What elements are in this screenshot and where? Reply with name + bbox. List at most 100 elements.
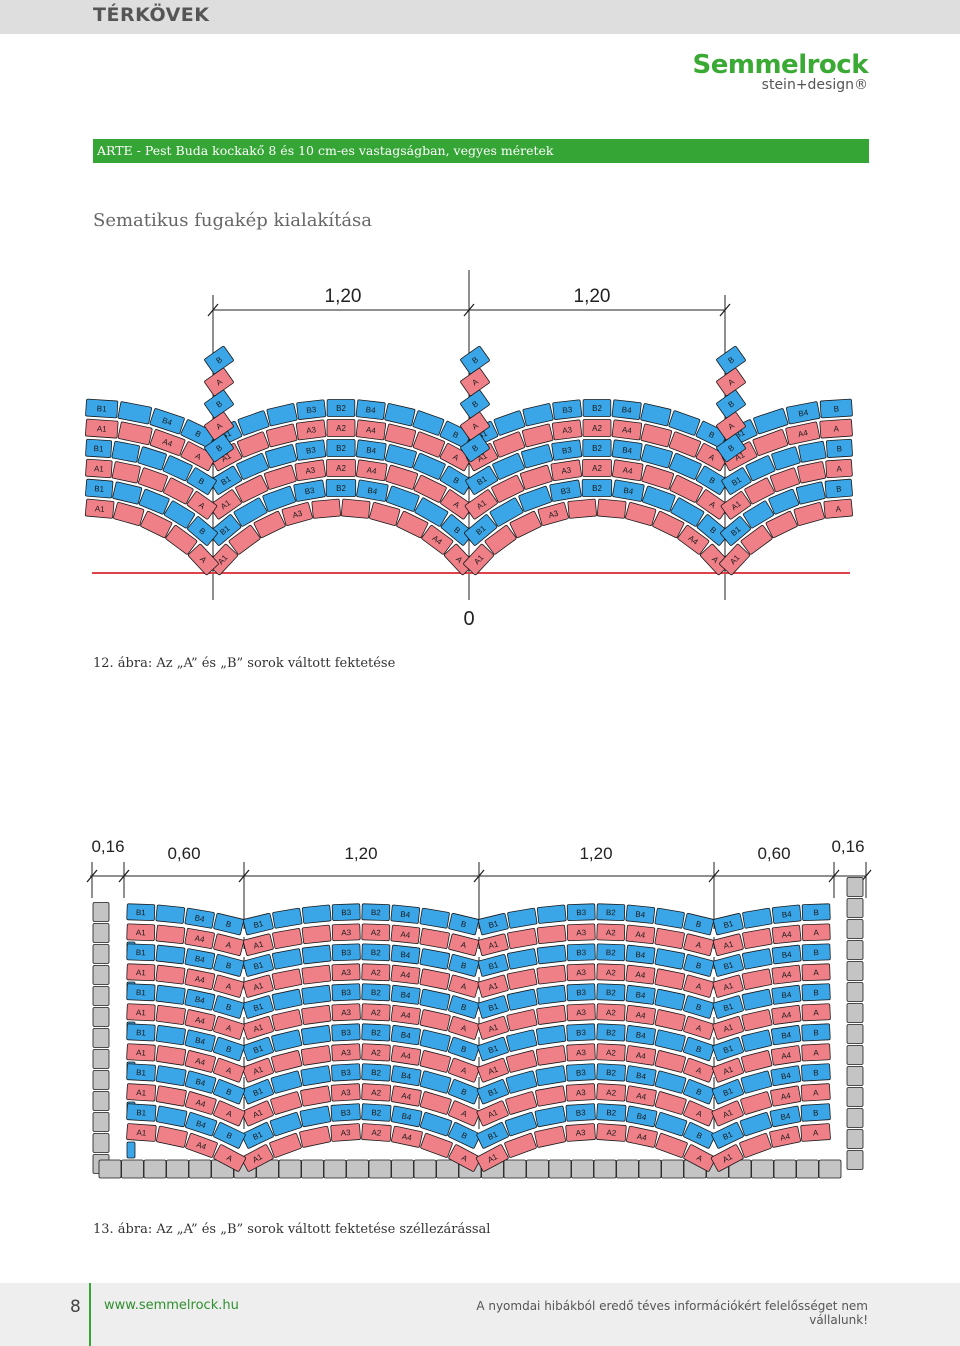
paving-stone (753, 408, 789, 435)
paving-stone: A2 (596, 923, 626, 942)
paving-stone (519, 464, 553, 490)
stone-label: B1 (252, 1043, 265, 1055)
paving-stone: A1 (242, 1016, 274, 1040)
paving-stone (236, 453, 269, 480)
paving-stone: B2 (581, 479, 613, 497)
stone-label: A (460, 940, 468, 950)
website-link[interactable]: www.semmelrock.hu (104, 1298, 239, 1313)
stone-label: B3 (576, 908, 587, 917)
paving-stone: B (213, 1036, 245, 1062)
paving-stone: B1 (208, 514, 242, 546)
paving-stone (669, 474, 703, 503)
paving-stone: A (213, 1144, 247, 1172)
paving-stone (741, 1009, 773, 1032)
paving-stone: B1 (241, 1079, 274, 1105)
stone-label: A4 (401, 1132, 413, 1143)
paving-stone: B4 (184, 988, 216, 1011)
stone-label: B1 (488, 919, 500, 930)
paving-stone: A4 (771, 1004, 802, 1025)
stone-label: B (470, 355, 480, 365)
paving-stone: B1 (721, 467, 752, 495)
paving-stone: A (204, 367, 234, 397)
paving-stone: A1 (126, 923, 156, 942)
stone-label: B3 (560, 486, 572, 497)
paving-stone: B (801, 1063, 831, 1082)
stone-label: A2 (606, 928, 617, 937)
paving-stone: A4 (770, 1045, 802, 1066)
paving-stone: B3 (331, 943, 361, 962)
paving-stone (846, 898, 864, 918)
paving-stone: B4 (625, 1105, 658, 1128)
paving-stone: B3 (566, 1063, 596, 1082)
paving-stone: A (213, 1057, 245, 1083)
paving-stone (237, 431, 270, 458)
paving-stone: A (448, 1100, 481, 1127)
stone-label: A1 (722, 1022, 735, 1034)
paving-stone (237, 410, 270, 436)
paving-stone: B4 (771, 944, 802, 965)
stone-label: B (695, 1087, 703, 1097)
paving-stone (536, 904, 567, 924)
paving-stone (654, 907, 685, 929)
stone-label: A2 (371, 968, 382, 977)
paving-stone (112, 481, 143, 505)
paving-stone: B1 (465, 465, 499, 495)
stone-label: B (813, 988, 819, 997)
paving-stone: B1 (241, 1122, 274, 1149)
stone-label: A (460, 1153, 470, 1164)
paving-stone (742, 948, 773, 970)
paving-stone (92, 923, 110, 943)
paving-stone: B (213, 954, 245, 977)
paving-stone: B (716, 433, 746, 463)
stone-label: B2 (371, 948, 382, 957)
paving-stone: B1 (126, 983, 156, 1002)
paving-stone: A4 (625, 1085, 657, 1107)
paving-stone (419, 928, 450, 949)
paving-stone: B (825, 438, 853, 458)
paving-stone: A4 (355, 419, 387, 441)
stone-label: B3 (341, 908, 352, 917)
stone-label: A1 (136, 1048, 147, 1058)
stone-label: A1 (252, 1022, 265, 1034)
paving-stone (846, 1024, 864, 1044)
paving-stone: A4 (184, 1091, 217, 1115)
paving-stone (655, 1132, 688, 1158)
paving-stone (188, 1159, 212, 1179)
paving-stone: B1 (242, 995, 274, 1019)
paving-stone (506, 968, 538, 990)
stone-label: B (707, 430, 716, 440)
paving-stone: A3 (565, 1083, 596, 1102)
paving-stone (138, 488, 170, 515)
paving-stone: B2 (361, 1063, 391, 1082)
stone-label: B (813, 1068, 819, 1077)
paving-stone: A (204, 411, 234, 441)
paving-stone: A2 (582, 419, 612, 437)
paving-stone (846, 1066, 864, 1086)
paving-stone (846, 940, 864, 960)
stone-label: B2 (606, 1068, 617, 1078)
paving-stone (846, 1045, 864, 1065)
stone-label: B (460, 1087, 468, 1097)
paving-stone: B (213, 1122, 246, 1149)
paving-stone: B (801, 1023, 831, 1042)
paving-stone: A1 (710, 1144, 744, 1172)
paving-stone (741, 1050, 773, 1073)
paving-stone: B1 (85, 478, 114, 499)
paving-stone: B4 (185, 1112, 218, 1137)
stone-label: B (451, 475, 460, 485)
paving-stone: A (448, 1144, 482, 1172)
stone-label: B (225, 1044, 233, 1054)
paving-stone (272, 907, 303, 929)
paving-stone (269, 1112, 302, 1137)
paving-stone: A (213, 1100, 246, 1127)
paving-stone (536, 1025, 567, 1046)
paving-stone: A4 (390, 1004, 421, 1025)
stone-label: A2 (371, 928, 382, 937)
stone-label: A4 (194, 1056, 206, 1067)
paving-stone (143, 1159, 167, 1179)
stone-label: B4 (780, 1111, 792, 1122)
paving-stone: B4 (184, 907, 215, 929)
stone-label: A (695, 1023, 703, 1033)
paving-stone: B (683, 1122, 716, 1149)
paving-stone: A3 (566, 1043, 596, 1062)
